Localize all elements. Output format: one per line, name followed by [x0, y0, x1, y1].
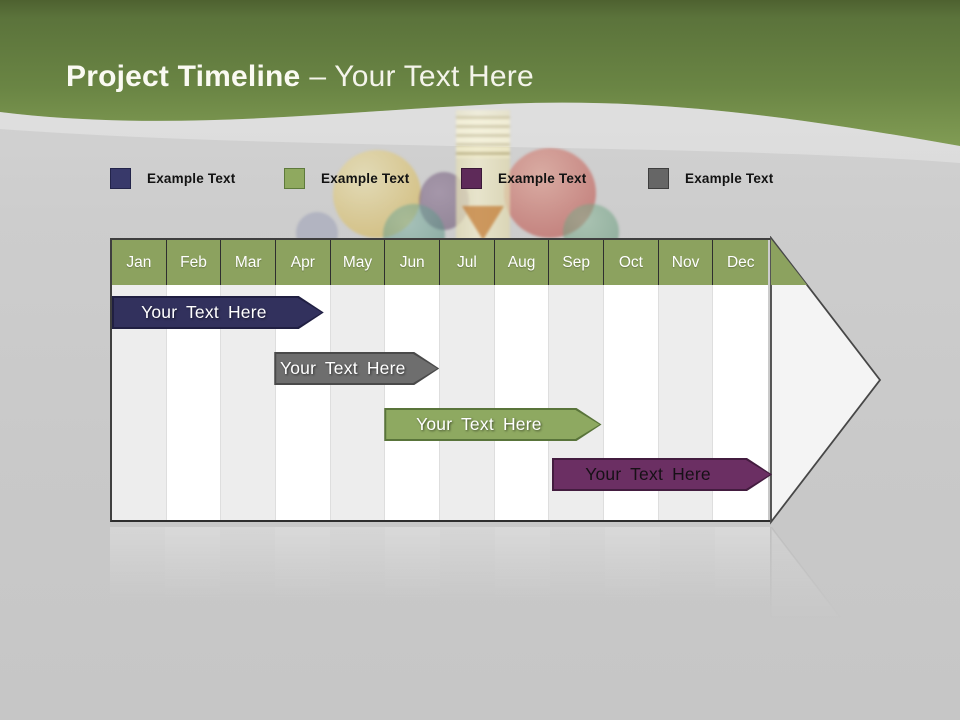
month-header-cell-dec: Dec: [713, 240, 769, 285]
month-header-cell-feb: Feb: [166, 240, 222, 285]
legend-item-2[interactable]: Example Text: [284, 168, 409, 189]
slide-title[interactable]: Project Timeline– Your Text Here: [66, 60, 534, 94]
month-header-cell-sep: Sep: [549, 240, 605, 285]
month-header-cell-jul: Jul: [440, 240, 495, 285]
month-header-cell-mar: Mar: [221, 240, 277, 285]
legend-color-swatch: [648, 168, 669, 189]
reflection-column: [330, 527, 385, 609]
reflection-column: [110, 527, 165, 609]
gantt-bar-label: Your Text Here: [554, 460, 770, 489]
reflection-column: [605, 527, 660, 609]
legend-color-swatch: [284, 168, 305, 189]
month-header-cell-may: May: [330, 240, 386, 285]
legend-label: Example Text: [685, 171, 774, 186]
gantt-bar-4[interactable]: Your Text Here: [552, 458, 772, 491]
gantt-bar-2[interactable]: Your Text Here: [274, 352, 439, 385]
pencil-bulb-threads: [456, 116, 510, 158]
gantt-bar-label: Your Text Here: [276, 354, 437, 383]
body-column-jun: [385, 285, 441, 520]
reflection-column: [550, 527, 605, 609]
arrow-reflection: [770, 527, 842, 618]
pencil-bulb-tip: [462, 206, 504, 240]
title-light-text: – Your Text Here: [309, 60, 534, 93]
legend-item-4[interactable]: Example Text: [648, 168, 773, 189]
header-wave-band: [0, 0, 960, 163]
reflection-column: [715, 527, 770, 609]
legend-label: Example Text: [498, 171, 587, 186]
legend-item-3[interactable]: Example Text: [461, 168, 586, 189]
reflection-column: [495, 527, 550, 609]
gantt-bar-1[interactable]: Your Text Here: [112, 296, 324, 329]
legend-color-swatch: [461, 168, 482, 189]
gantt-bar-3[interactable]: Your Text Here: [384, 408, 601, 441]
legend-label: Example Text: [147, 171, 236, 186]
reflection-column: [385, 527, 440, 609]
reflection-column: [165, 527, 220, 609]
month-header-cell-jan: Jan: [112, 240, 167, 285]
legend-label: Example Text: [321, 171, 410, 186]
body-column-may: [330, 285, 386, 520]
month-header-cell-aug: Aug: [494, 240, 550, 285]
reflection-column: [660, 527, 715, 609]
reflection-column: [440, 527, 495, 609]
body-column-aug: [494, 285, 550, 520]
title-bold-text: Project Timeline: [66, 60, 301, 93]
legend-item-1[interactable]: Example Text: [110, 168, 235, 189]
body-column-jul: [440, 285, 495, 520]
month-header-cell-oct: Oct: [604, 240, 659, 285]
reflection-column: [275, 527, 330, 609]
reflection-column: [220, 527, 275, 609]
month-header-cell-jun: Jun: [385, 240, 441, 285]
month-header-cell-nov: Nov: [658, 240, 714, 285]
gantt-bar-label: Your Text Here: [114, 298, 322, 327]
timeline-arrow-shape: [770, 236, 882, 525]
month-header-cell-apr: Apr: [276, 240, 331, 285]
table-reflection: [110, 527, 770, 609]
gantt-bar-label: Your Text Here: [386, 410, 599, 439]
legend-color-swatch: [110, 168, 131, 189]
